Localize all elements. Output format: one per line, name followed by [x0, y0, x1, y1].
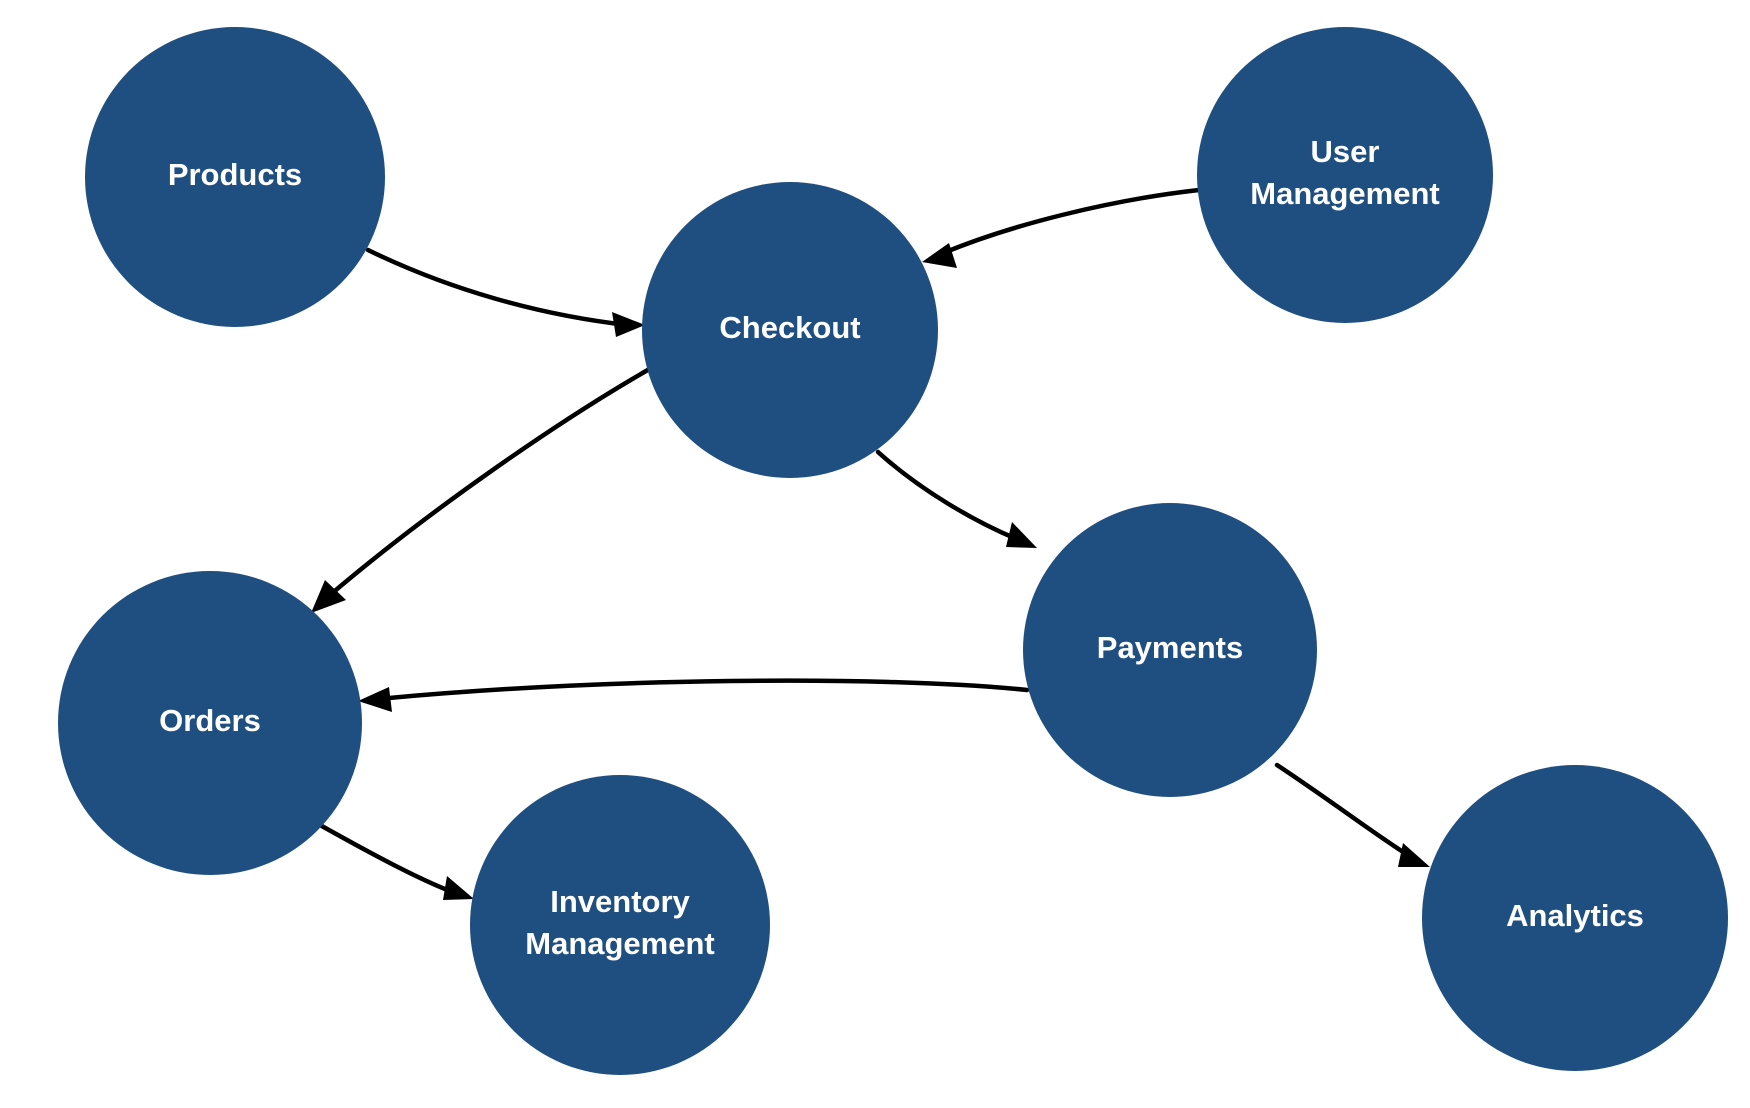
edge-orders-to-inventory-management[interactable]: [317, 822, 474, 900]
nodes-layer: Products Checkout User Management Orders: [58, 27, 1728, 1075]
edge-products-to-checkout-line: [365, 247, 630, 328]
node-user-management[interactable]: User Management: [1197, 27, 1493, 323]
node-analytics-circle[interactable]: [1422, 765, 1728, 1071]
edge-checkout-to-orders-line: [327, 364, 656, 598]
edge-user-management-to-checkout-line: [938, 187, 1202, 257]
node-payments-circle[interactable]: [1023, 503, 1317, 797]
node-checkout-circle[interactable]: [642, 182, 938, 478]
edge-payments-to-orders[interactable]: [358, 678, 1030, 712]
edge-payments-to-analytics-line: [1274, 762, 1414, 860]
node-orders-circle[interactable]: [58, 571, 362, 875]
node-user-management-circle[interactable]: [1197, 27, 1493, 323]
edge-products-to-checkout[interactable]: [365, 247, 645, 337]
node-products[interactable]: Products: [85, 27, 385, 327]
edge-payments-to-orders-line: [375, 678, 1030, 702]
edge-checkout-to-payments-line: [875, 449, 1022, 543]
edges-layer: [311, 187, 1430, 900]
edge-user-management-to-checkout[interactable]: [922, 187, 1202, 268]
edge-payments-to-orders-arrowhead: [358, 687, 392, 712]
edge-checkout-to-orders-arrowhead: [311, 580, 346, 613]
node-inventory-management[interactable]: Inventory Management: [470, 775, 770, 1075]
node-orders[interactable]: Orders: [58, 571, 362, 875]
node-analytics[interactable]: Analytics: [1422, 765, 1728, 1071]
edge-checkout-to-payments[interactable]: [875, 449, 1037, 548]
node-checkout[interactable]: Checkout: [642, 182, 938, 478]
edge-orders-to-inventory-management-line: [317, 822, 458, 896]
edge-payments-to-analytics[interactable]: [1274, 762, 1430, 867]
edge-products-to-checkout-arrowhead: [612, 312, 645, 337]
edge-user-management-to-checkout-arrowhead: [922, 243, 957, 268]
edge-checkout-to-payments-arrowhead: [1006, 522, 1037, 548]
node-payments[interactable]: Payments: [1023, 503, 1317, 797]
node-products-circle[interactable]: [85, 27, 385, 327]
edge-orders-to-inventory-management-arrowhead: [443, 876, 474, 900]
edge-checkout-to-orders[interactable]: [311, 364, 656, 613]
node-inventory-management-circle[interactable]: [470, 775, 770, 1075]
edge-payments-to-analytics-arrowhead: [1398, 843, 1430, 867]
